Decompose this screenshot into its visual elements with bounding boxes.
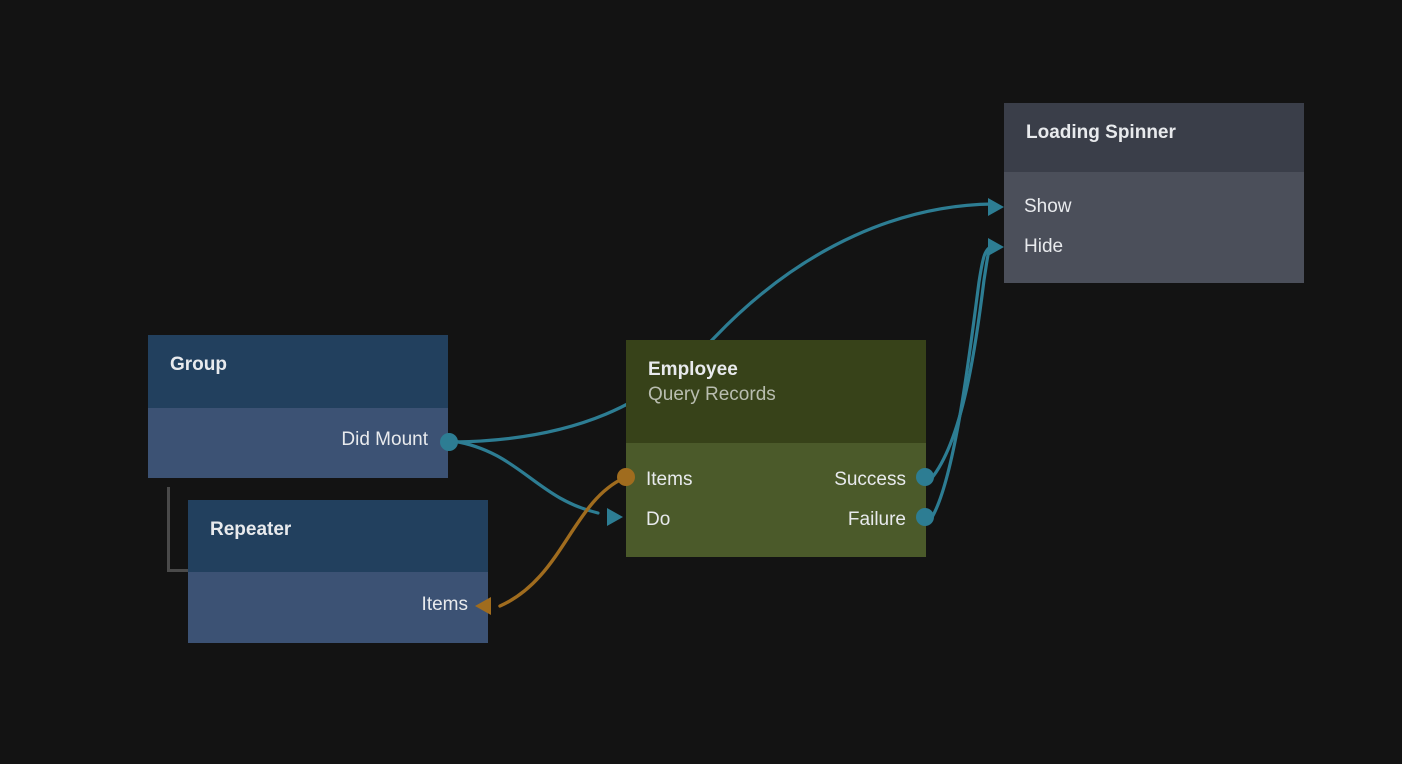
port-dot-did-mount[interactable]: [440, 433, 458, 451]
node-repeater-header: Repeater: [188, 500, 488, 572]
node-loading-spinner[interactable]: Loading Spinner Show Hide: [1004, 103, 1304, 283]
wire-failure-to-hide: [929, 244, 995, 521]
node-employee-subtitle: Query Records: [648, 384, 776, 405]
port-label-did-mount: Did Mount: [341, 429, 428, 450]
port-label-employee-failure: Failure: [847, 509, 906, 530]
wire-employee-items-to-repeater-items: [498, 476, 626, 608]
port-row-spinner-hide[interactable]: Hide: [1004, 227, 1304, 267]
port-row-employee-items-success[interactable]: Items Success: [626, 460, 926, 500]
node-group[interactable]: Group Did Mount: [148, 335, 448, 478]
port-row-spinner-show[interactable]: Show: [1004, 187, 1304, 227]
node-loading-spinner-header: Loading Spinner: [1004, 103, 1304, 172]
port-arrow-spinner-show[interactable]: [988, 198, 1004, 216]
port-dot-employee-items[interactable]: [617, 468, 635, 486]
port-row-employee-do-failure[interactable]: Do Failure: [626, 500, 926, 540]
node-group-title: Group: [170, 354, 227, 375]
port-dot-employee-success[interactable]: [916, 468, 934, 486]
port-label-spinner-show: Show: [1024, 196, 1072, 217]
port-label-employee-success: Success: [834, 469, 906, 490]
node-repeater[interactable]: Repeater Items: [188, 500, 488, 643]
node-employee-body: Items Success Do Failure: [626, 443, 926, 557]
port-row-repeater-items[interactable]: Items: [188, 585, 488, 625]
port-label-spinner-hide: Hide: [1024, 236, 1064, 257]
port-dot-employee-failure[interactable]: [916, 508, 934, 526]
port-arrow-employee-do[interactable]: [607, 508, 623, 526]
wire-success-to-hide: [929, 244, 995, 481]
port-arrow-repeater-items[interactable]: [475, 597, 491, 615]
node-repeater-body: Items: [188, 572, 488, 643]
port-label-repeater-items: Items: [421, 594, 468, 615]
port-label-employee-do: Do: [646, 509, 671, 530]
node-loading-spinner-title: Loading Spinner: [1026, 122, 1176, 143]
node-group-header: Group: [148, 335, 448, 408]
child-bracket-group-repeater: [167, 487, 191, 572]
port-arrow-spinner-hide[interactable]: [988, 238, 1004, 256]
node-employee[interactable]: Employee Query Records Items Success Do …: [626, 340, 926, 557]
node-repeater-title: Repeater: [210, 519, 292, 540]
node-loading-spinner-body: Show Hide: [1004, 172, 1304, 283]
node-employee-header: Employee Query Records: [626, 340, 926, 443]
port-label-employee-items: Items: [646, 469, 693, 490]
port-row-did-mount[interactable]: Did Mount: [148, 420, 448, 460]
node-employee-title: Employee: [648, 359, 738, 380]
node-group-body: Did Mount: [148, 408, 448, 478]
